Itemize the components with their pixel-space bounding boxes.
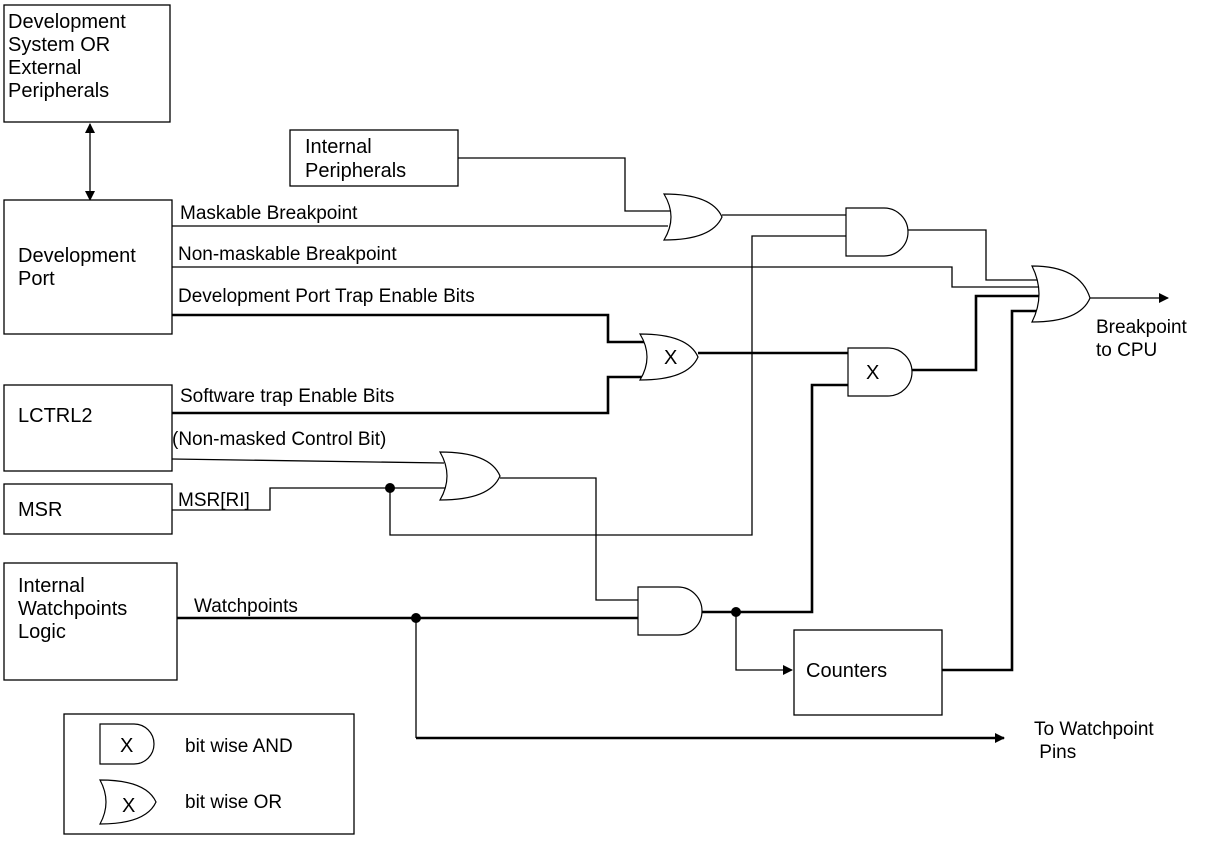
msr-block: MSR: [3, 483, 173, 535]
maskable-or-gate: [662, 193, 723, 241]
legend-and-mark: X: [120, 735, 133, 757]
watchpoint-and-gate: [637, 586, 703, 636]
dev-port-trap-enable-wire: [172, 313, 648, 344]
non-masked-control-wire: [171, 458, 445, 464]
svg-text:To Watchpoint: To Watchpoint: [1034, 719, 1154, 740]
lower-and-to-xand-wire: [736, 383, 852, 614]
svg-text:Pins: Pins: [1034, 742, 1076, 763]
to-watchpoint-pins-label: To Watchpoint Pins: [1034, 719, 1154, 763]
dev-port-trap-enable-label: Development Port Trap Enable Bits: [178, 286, 475, 307]
maskable-breakpoint-label: Maskable Breakpoint: [180, 203, 358, 224]
legend-and-symbol: [99, 723, 155, 765]
legend-or-symbol: [98, 779, 157, 825]
legend: X bit wise AND X bit wise OR: [63, 713, 355, 835]
bitwise-or-mark: X: [664, 347, 677, 369]
svg-text:to CPU: to CPU: [1096, 340, 1157, 361]
bitwise-and-mark: X: [866, 362, 879, 384]
software-trap-enable-label: Software trap Enable Bits: [180, 386, 394, 407]
msr-ri-label: MSR[RI]: [178, 490, 250, 511]
msr-ri-wire: [172, 487, 446, 511]
svg-text:Logic: Logic: [18, 621, 66, 643]
non-masked-control-label: (Non-masked Control Bit): [172, 429, 386, 450]
bitwise-or-gate: [638, 333, 699, 381]
svg-text:External: External: [8, 57, 81, 79]
junction-dot: [731, 607, 741, 617]
breakpoint-and-gate: [845, 207, 909, 257]
bitwise-and-gate: [847, 347, 913, 397]
final-or-gate: [1031, 265, 1091, 323]
non-maskable-breakpoint-wire: [172, 266, 1044, 288]
junction-dot: [385, 483, 395, 493]
top-and-output-wire: [908, 229, 1042, 281]
legend-and-label: bit wise AND: [185, 736, 293, 757]
legend-or-label: bit wise OR: [185, 792, 282, 813]
svg-text:Breakpoint: Breakpoint: [1096, 317, 1188, 338]
junction-dot: [411, 613, 421, 623]
non-maskable-breakpoint-label: Non-maskable Breakpoint: [178, 244, 397, 265]
internal-peripherals-block: Internal Peripherals: [289, 129, 459, 187]
legend-or-mark: X: [122, 795, 135, 817]
svg-text:LCTRL2: LCTRL2: [18, 405, 92, 427]
svg-text:System OR: System OR: [8, 34, 110, 56]
msr-ri-to-top-and-wire: [389, 235, 846, 536]
breakpoint-to-cpu-label: Breakpoint to CPU: [1096, 317, 1188, 361]
svg-text:Peripherals: Peripherals: [305, 160, 406, 182]
dev-system-block: Development System OR External Periphera…: [3, 4, 171, 123]
internal-peripherals-wire: [458, 157, 672, 212]
counters-block: Counters: [793, 629, 943, 716]
svg-text:Development: Development: [18, 245, 136, 267]
watchpoints-label: Watchpoints: [194, 596, 298, 617]
lctrl2-block: LCTRL2: [3, 384, 173, 472]
svg-text:Development: Development: [8, 11, 126, 33]
internal-watchpoints-block: Internal Watchpoints Logic: [3, 562, 178, 681]
counters-output-wire: [942, 309, 1040, 672]
svg-text:Peripherals: Peripherals: [8, 80, 109, 102]
svg-text:Watchpoints: Watchpoints: [18, 598, 127, 620]
software-trap-enable-wire: [172, 375, 648, 415]
control-or-gate: [438, 451, 501, 501]
svg-text:Counters: Counters: [806, 660, 887, 682]
development-port-block: Development Port: [3, 199, 173, 335]
to-counters-arrow: [735, 612, 793, 675]
svg-text:Internal: Internal: [18, 575, 85, 597]
svg-text:Port: Port: [18, 268, 55, 290]
or-to-lower-and-wire: [500, 477, 640, 601]
svg-text:MSR: MSR: [18, 499, 62, 521]
xand-output-wire: [912, 294, 1042, 372]
svg-text:Internal: Internal: [305, 136, 372, 158]
